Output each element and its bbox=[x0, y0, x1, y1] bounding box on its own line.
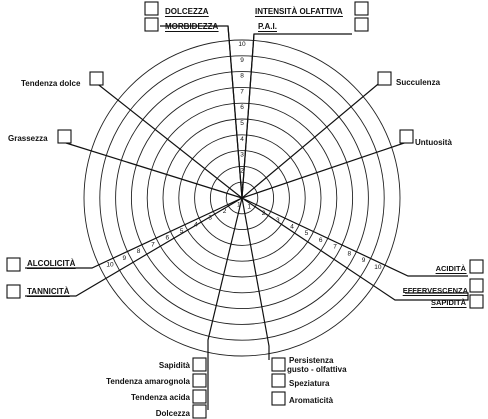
axis-label-sapidita-lower: Sapidità bbox=[159, 361, 191, 370]
tick-left-1: 1 bbox=[237, 201, 241, 208]
tick-top-3: 3 bbox=[240, 152, 244, 159]
box-tendenza-acida[interactable] bbox=[192, 389, 207, 404]
radar-spokes bbox=[25, 25, 469, 410]
box-tendenza-amarognola[interactable] bbox=[192, 373, 207, 388]
box-effervescenza[interactable] bbox=[469, 278, 484, 293]
tick-left-8: 8 bbox=[137, 248, 141, 255]
axis-label-tendenza-dolce: Tendenza dolce bbox=[21, 79, 81, 88]
tick-top-8: 8 bbox=[240, 73, 244, 80]
spoke-grassezza bbox=[65, 142, 243, 199]
spoke-tendenza-dolce bbox=[94, 81, 243, 199]
tick-right-4: 4 bbox=[290, 224, 294, 231]
tick-left-5: 5 bbox=[180, 228, 184, 235]
spoke-intensita bbox=[241, 33, 352, 199]
radar-ring-8 bbox=[115, 71, 369, 325]
tick-left-10: 10 bbox=[106, 262, 114, 269]
box-pai[interactable] bbox=[354, 17, 369, 32]
tick-right-2: 2 bbox=[262, 210, 266, 217]
box-tannicita[interactable] bbox=[6, 284, 21, 299]
tick-right-8: 8 bbox=[347, 250, 351, 257]
box-untuosita[interactable] bbox=[399, 129, 414, 144]
radar-rings bbox=[83, 39, 401, 357]
axis-label-alcolicita: ALCOLICITÀ bbox=[27, 259, 76, 268]
axis-label-intensita-olfattiva: INTENSITÀ OLFATTIVA bbox=[255, 7, 343, 16]
axis-label-gusto-olfattiva: gusto - olfattiva bbox=[287, 365, 347, 374]
spoke-dolcezza-lower bbox=[207, 197, 243, 410]
box-alcolicita[interactable] bbox=[6, 257, 21, 272]
tick-left-2: 2 bbox=[223, 208, 227, 215]
spoke-acidita bbox=[241, 197, 468, 277]
tick-top-10: 10 bbox=[238, 41, 246, 48]
tick-top-6: 6 bbox=[240, 104, 244, 111]
box-aromaticita[interactable] bbox=[271, 391, 286, 406]
box-acidita[interactable] bbox=[469, 259, 484, 274]
tick-top-7: 7 bbox=[240, 88, 244, 95]
tick-right-1: 1 bbox=[247, 203, 251, 210]
axis-label-dolcezza: DOLCEZZA bbox=[165, 7, 209, 16]
spoke-persistenza bbox=[241, 197, 270, 360]
box-sapidita-lower[interactable] bbox=[192, 357, 207, 372]
tick-right-3: 3 bbox=[276, 217, 280, 224]
box-succulenza[interactable] bbox=[377, 71, 392, 86]
tick-right-10: 10 bbox=[374, 264, 382, 271]
radar-ring-5 bbox=[162, 118, 322, 278]
spoke-untuosita bbox=[241, 139, 414, 199]
tick-left-3: 3 bbox=[208, 215, 212, 222]
tick-left-9: 9 bbox=[122, 255, 126, 262]
tick-top-5: 5 bbox=[240, 120, 244, 127]
axis-label-untuosita: Untuosità bbox=[415, 138, 452, 147]
tick-top-9: 9 bbox=[240, 57, 244, 64]
box-morbidezza[interactable] bbox=[144, 17, 159, 32]
axis-label-sapidita-upper: SAPIDITÀ bbox=[431, 298, 467, 307]
axis-label-dolcezza-lower: Dolcezza bbox=[156, 409, 191, 418]
spoke-pai bbox=[241, 33, 255, 199]
axis-label-speziatura: Speziatura bbox=[289, 379, 330, 388]
box-tendenza-dolce[interactable] bbox=[89, 71, 104, 86]
axis-label-persistenza: Persistenza bbox=[289, 356, 334, 365]
axis-label-acidita: ACIDITÀ bbox=[436, 264, 467, 273]
box-grassezza[interactable] bbox=[57, 129, 72, 144]
axis-labels bbox=[27, 16, 469, 308]
axis-label-succulenza: Succulenza bbox=[396, 78, 441, 87]
axis-label-grassezza: Grassezza bbox=[8, 134, 48, 143]
axis-label-tannicita: TANNICITÀ bbox=[27, 287, 70, 296]
tick-right-6: 6 bbox=[319, 237, 323, 244]
axis-label-pai: P.A.I. bbox=[258, 22, 277, 31]
tick-right-9: 9 bbox=[362, 257, 366, 264]
box-persistenza[interactable] bbox=[271, 357, 286, 372]
box-speziatura[interactable] bbox=[271, 373, 286, 388]
box-dolcezza[interactable] bbox=[144, 1, 159, 16]
tick-left-6: 6 bbox=[165, 235, 169, 242]
box-sapidita-right[interactable] bbox=[469, 294, 484, 309]
tick-right-5: 5 bbox=[305, 230, 309, 237]
axis-label-tendenza-acida: Tendenza acida bbox=[131, 393, 191, 402]
tick-right-7: 7 bbox=[333, 244, 337, 251]
spoke-morbidezza bbox=[227, 25, 243, 199]
radar-ring-3 bbox=[194, 150, 290, 246]
tick-left-4: 4 bbox=[194, 221, 198, 228]
radar-ring-10 bbox=[83, 39, 401, 357]
spoke-succulenza bbox=[241, 79, 384, 199]
tick-top-4: 4 bbox=[240, 136, 244, 143]
tick-left-7: 7 bbox=[151, 241, 155, 248]
radar-ring-2 bbox=[209, 165, 275, 231]
radar-ring-1 bbox=[225, 181, 259, 215]
axis-label-aromaticita: Aromaticità bbox=[289, 396, 334, 405]
radar-ring-7 bbox=[130, 86, 354, 310]
box-intensita-olfattiva[interactable] bbox=[354, 1, 369, 16]
box-dolcezza-lower[interactable] bbox=[192, 404, 207, 419]
radar-ring-4 bbox=[178, 134, 306, 262]
radar-ring-9 bbox=[99, 55, 385, 341]
axis-label-effervescenza: EFFERVESCENZA bbox=[403, 286, 469, 295]
axis-label-tendenza-amarognola: Tendenza amarognola bbox=[106, 377, 190, 386]
tick-top-1: 1 bbox=[240, 183, 244, 190]
tick-top-2: 2 bbox=[240, 167, 244, 174]
radar-ring-6 bbox=[146, 102, 338, 294]
score-boxes bbox=[6, 1, 484, 419]
scale-ticks: 1 2 3 4 5 6 7 8 9 10 1 2 3 4 5 6 7 8 9 10 1 2 3 4 5 6 7 8 9 10 bbox=[106, 41, 382, 271]
axis-label-morbidezza: MORBIDEZZA bbox=[165, 22, 219, 31]
spoke-sapidita-right bbox=[241, 197, 469, 301]
